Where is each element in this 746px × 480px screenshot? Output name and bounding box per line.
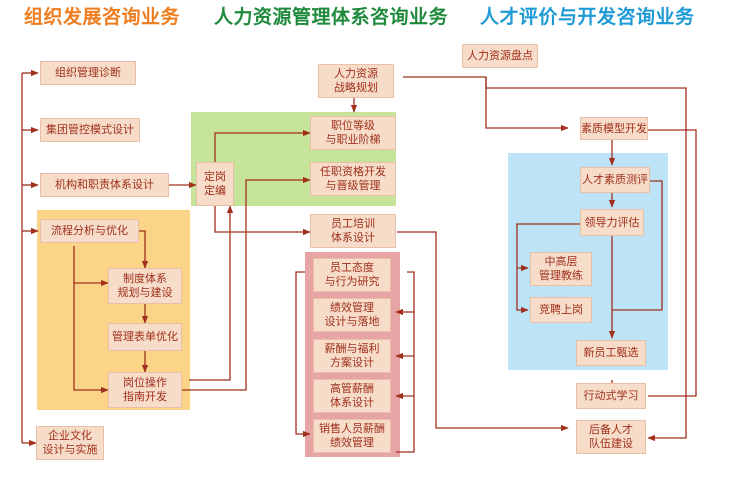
qualification-box[interactable]: 任职资格开发 与晋级管理 — [310, 162, 396, 196]
org-diagnosis-box[interactable]: 组织管理诊断 — [40, 61, 136, 85]
culture-box[interactable]: 企业文化 设计与实施 — [36, 426, 104, 460]
reserve-talent-box[interactable]: 后备人才 队伍建设 — [576, 420, 646, 454]
executive-coaching-box[interactable]: 中高层 管理教练 — [530, 252, 592, 286]
talent-consulting-title: 人才评价与开发咨询业务 — [480, 6, 695, 28]
group-control-box[interactable]: 集团管控模式设计 — [40, 118, 140, 142]
org-consulting-title: 组织发展咨询业务 — [24, 6, 181, 28]
org-structure-box[interactable]: 机构和职责体系设计 — [40, 173, 169, 197]
hr-consulting-title: 人力资源管理体系咨询业务 — [214, 6, 449, 28]
training-system-box[interactable]: 员工培训 体系设计 — [310, 214, 396, 248]
competency-eval-box[interactable]: 人才素质测评 — [580, 167, 650, 193]
post-guide-box[interactable]: 岗位操作 指南开发 — [108, 372, 182, 408]
attitude-research-box[interactable]: 员工态度 与行为研究 — [313, 258, 391, 292]
hr-strategy-box[interactable]: 人力资源 战略规划 — [318, 64, 394, 98]
sales-pay-box[interactable]: 销售人员薪酬 绩效管理 — [313, 419, 391, 453]
new-hire-selection-box[interactable]: 新员工甄选 — [576, 340, 646, 366]
leadership-eval-box[interactable]: 领导力评估 — [580, 209, 644, 236]
action-learning-box[interactable]: 行动式学习 — [576, 383, 646, 409]
exec-pay-box[interactable]: 高管薪酬 体系设计 — [313, 379, 391, 413]
process-optimization-box[interactable]: 流程分析与优化 — [40, 219, 139, 243]
competitive-post-box[interactable]: 竞聘上岗 — [530, 297, 592, 323]
performance-box[interactable]: 绩效管理 设计与落地 — [313, 298, 391, 332]
hr-inventory-box[interactable]: 人力资源盘点 — [462, 44, 538, 68]
form-optimization-box[interactable]: 管理表单优化 — [108, 323, 182, 351]
system-planning-box[interactable]: 制度体系 规划与建设 — [108, 268, 182, 304]
dinggang-box[interactable]: 定岗 定编 — [196, 162, 234, 206]
competency-model-box[interactable]: 素质模型开发 — [580, 117, 648, 140]
compensation-box[interactable]: 薪酬与福利 方案设计 — [313, 339, 391, 373]
job-grade-box[interactable]: 职位等级 与职业阶梯 — [310, 116, 396, 150]
